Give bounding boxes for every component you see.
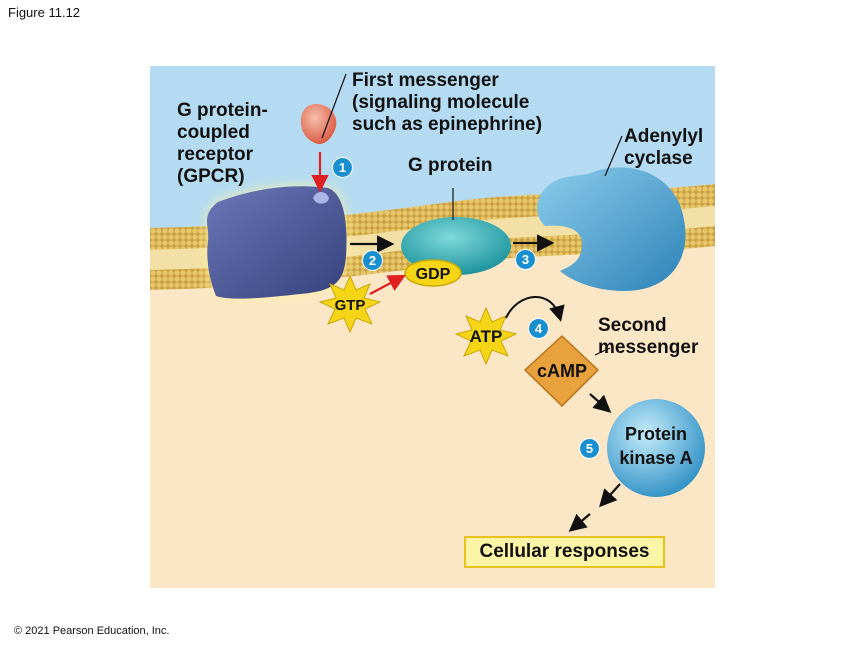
first-messenger-label: First messenger (signaling molecule such… [352,70,543,135]
gdp-label: GDP [416,266,451,283]
camp-label: cAMP [537,361,587,381]
atp-to-camp-arrow [505,296,565,322]
step-badge-1: 1 [333,158,352,177]
g-protein-label: G protein [408,155,493,176]
gtp-label: GTP [335,297,366,314]
signaling-pathway-diagram: GDP GTP ATP cAMP Protein kinase A G prot… [150,66,715,588]
cellular-responses-box: Cellular responses [464,536,665,568]
diagram-graphics: GDP GTP ATP cAMP Protein kinase A [150,66,715,588]
atp-burst [454,306,518,366]
gpcr-label: G protein- coupled receptor (GPCR) [177,100,268,187]
arrow-pka-to-response-2 [568,513,591,532]
adenylyl-cyclase-label: Adenylyl cyclase [624,126,704,169]
adenylyl-cyclase-leader-line [604,135,623,177]
step-badge-3: 3 [516,250,535,269]
step-badge-4: 4 [529,319,548,338]
first-messenger-molecule [300,104,337,144]
step-badge-5: 5 [580,439,599,458]
gpcr-receptor [207,186,347,299]
gtp-exchange-arrow [369,274,406,295]
figure-label: Figure 11.12 [8,5,81,20]
gdp-oval [404,259,462,287]
copyright-notice: © 2021 Pearson Education, Inc. [14,625,170,637]
second-messenger-leader-line [594,347,611,356]
protein-kinase-a [607,399,705,497]
adenylyl-cyclase [537,167,686,291]
camp-diamond [523,334,600,408]
first-messenger-leader-line [321,73,347,139]
pka-label-line1: Protein [625,424,687,444]
atp-label: ATP [470,327,503,346]
arrow-camp-to-pka [589,393,612,413]
second-messenger-label: Second messenger [598,315,699,358]
arrow-pka-to-response-1 [599,483,621,508]
step-badge-2: 2 [363,251,382,270]
pka-label-line2: kinase A [619,448,692,468]
gtp-burst [318,274,382,334]
